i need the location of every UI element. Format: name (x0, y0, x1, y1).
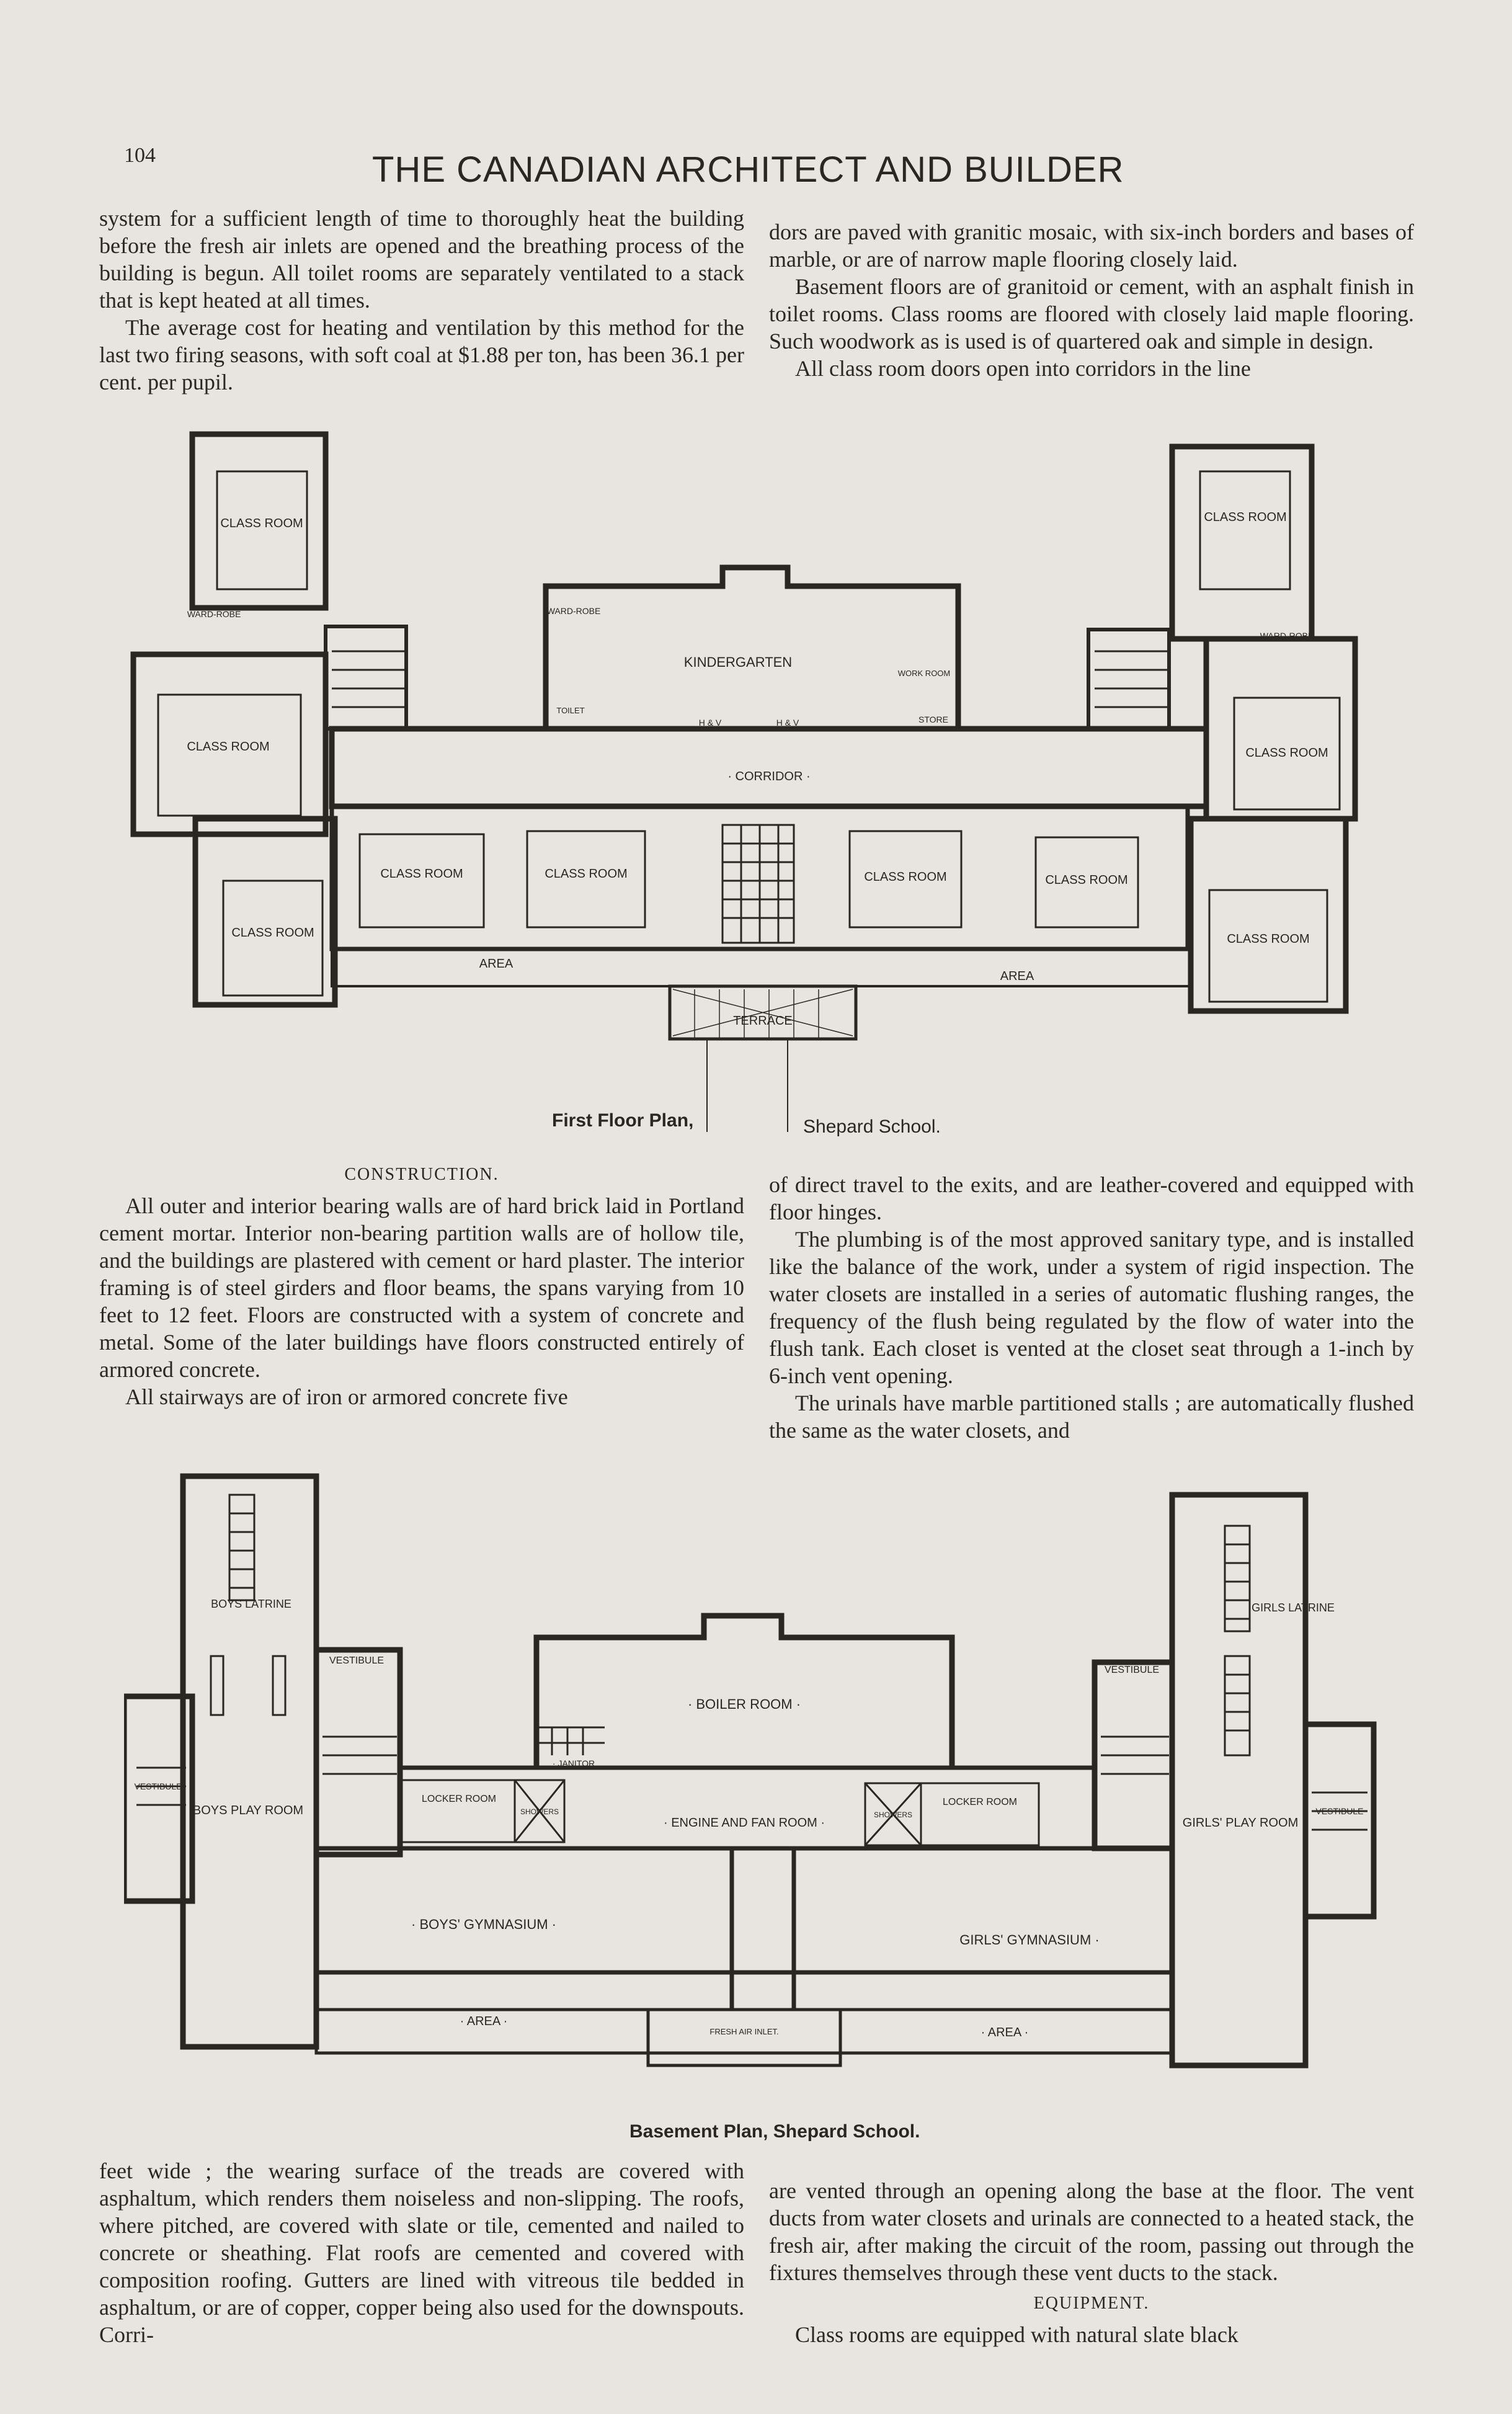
boiler-room-label: · BOILER ROOM · (688, 1696, 801, 1712)
girls-latrine-label: GIRLS LATRINE (1252, 1601, 1335, 1614)
toilet-label: TOILET (556, 706, 584, 715)
locker-room-label: LOCKER ROOM (422, 1794, 496, 1804)
terrace-label: TERRACE (733, 1014, 793, 1028)
basement-plan: BOYS LATRINE GIRLS LATRINE VESTIBULE VES… (124, 1473, 1377, 2069)
middle-left-column: CONSTRUCTION. All outer and interior bea… (99, 1161, 744, 1410)
paragraph: All class room doors open into corridors… (795, 356, 1251, 381)
paragraph: The plumbing is of the most approved san… (769, 1227, 1414, 1388)
wardrobe-label: WARD-ROBE (1260, 631, 1314, 641)
vestibule-label: VESTIBULE (329, 1655, 384, 1666)
paragraph: are vented through an opening along the … (769, 2178, 1414, 2285)
paragraph: feet wide ; the wearing surface of the t… (99, 2158, 744, 2347)
boys-latrine-label: BOYS LATRINE (211, 1598, 291, 1610)
paragraph: The urinals have marble partitioned stal… (769, 1391, 1414, 1443)
paragraph: system for a sufficient length of time t… (99, 206, 744, 313)
wardrobe-label: WARD-ROBE (547, 606, 601, 616)
boys-gymnasium-label: · BOYS' GYMNASIUM · (411, 1917, 556, 1932)
bottom-left-column: feet wide ; the wearing surface of the t… (99, 2157, 744, 2348)
area-label: AREA (479, 957, 514, 971)
class-room-label: CLASS ROOM (231, 926, 314, 940)
middle-right-column: of direct travel to the exits, and are l… (769, 1171, 1414, 1444)
paragraph: Class rooms are equipped with natural sl… (795, 2322, 1239, 2347)
first-floor-caption-left: First Floor Plan, (552, 1110, 694, 1131)
area-label: AREA (1000, 969, 1034, 983)
class-room-label: CLASS ROOM (187, 740, 269, 754)
class-room-label: CLASS ROOM (1204, 510, 1286, 524)
paragraph: All stairways are of iron or armored con… (125, 1384, 568, 1409)
corridor-label: · CORRIDOR · (727, 770, 810, 783)
class-room-label: CLASS ROOM (864, 870, 946, 884)
class-room-label: CLASS ROOM (1045, 873, 1127, 887)
vestibule-label: VESTIBULE (1315, 1806, 1363, 1816)
kindergarten-label: KINDERGARTEN (684, 654, 792, 670)
paragraph: Basement floors are of granitoid or ceme… (769, 274, 1414, 354)
vestibule-label: VESTIBULE (1105, 1665, 1159, 1675)
paragraph: dors are paved with granitic mosaic, wit… (769, 220, 1414, 272)
top-left-column: system for a sufficient length of time t… (99, 205, 744, 396)
paragraph: The average cost for heating and ventila… (99, 315, 744, 394)
showers-label: SHOWERS (520, 1807, 559, 1816)
locker-room-label: LOCKER ROOM (943, 1797, 1017, 1807)
store-label: STORE (918, 715, 948, 724)
showers-label: SHOWERS (874, 1810, 912, 1819)
fresh-air-inlet-label: FRESH AIR INLET. (709, 2027, 778, 2036)
hv-label: H & V (699, 718, 722, 728)
section-heading: CONSTRUCTION. (344, 1165, 499, 1184)
section-heading: EQUIPMENT. (1033, 2294, 1150, 2313)
girls-gymnasium-label: GIRLS' GYMNASIUM · (959, 1932, 1099, 1948)
hv-label: H & V (776, 718, 799, 728)
bottom-right-column: are vented through an opening along the … (769, 2177, 1414, 2348)
page-number: 104 (124, 144, 156, 167)
top-right-column: dors are paved with granitic mosaic, wit… (769, 218, 1414, 382)
paragraph: of direct travel to the exits, and are l… (769, 1172, 1414, 1224)
first-floor-plan: KINDERGARTEN · CORRIDOR · CLASS ROOM CLA… (130, 431, 1358, 1132)
girls-play-room-label: GIRLS' PLAY ROOM (1183, 1816, 1298, 1830)
class-room-label: CLASS ROOM (380, 867, 463, 881)
class-room-label: CLASS ROOM (220, 517, 303, 530)
basement-caption: Basement Plan, Shepard School. (629, 2121, 920, 2142)
janitor-label: · JANITOR (553, 1758, 595, 1768)
area-label: · AREA · (460, 2015, 508, 2028)
engine-fan-room-label: · ENGINE AND FAN ROOM · (664, 1816, 825, 1830)
wardrobe-label: WARD-ROBE (187, 609, 241, 619)
area-label: · AREA · (981, 2026, 1029, 2039)
class-room-label: CLASS ROOM (545, 867, 627, 881)
class-room-label: CLASS ROOM (1227, 932, 1309, 946)
paragraph: All outer and interior bearing walls are… (99, 1193, 744, 1382)
work-room-label: WORK ROOM (898, 669, 951, 678)
boys-play-room-label: BOYS PLAY ROOM (193, 1804, 303, 1817)
running-head: THE CANADIAN ARCHITECT AND BUILDER (372, 149, 1124, 190)
class-room-label: CLASS ROOM (1245, 746, 1328, 760)
first-floor-caption-right: Shepard School. (803, 1116, 941, 1137)
vestibule-label: VESTIBULE (134, 1781, 182, 1791)
